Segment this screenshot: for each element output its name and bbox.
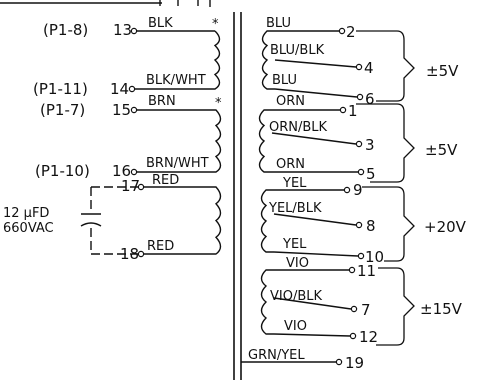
terminal-number: 9 bbox=[353, 181, 363, 199]
terminal-number: 13 bbox=[113, 21, 132, 39]
terminal-circle bbox=[130, 106, 138, 114]
wire-label: BLU bbox=[272, 73, 297, 88]
wire-label: VIO/BLK bbox=[270, 289, 323, 304]
wire-label: ORN bbox=[276, 94, 305, 109]
terminal-number: 10 bbox=[365, 248, 384, 266]
terminal-number: 1 bbox=[348, 102, 358, 120]
voltage-label: ±15V bbox=[420, 300, 463, 318]
voltage-label: ±5V bbox=[426, 62, 459, 80]
secondary-side: BLU BLU/BLK BLU 2 4 6 ±5V ORN ORN/BLK OR… bbox=[241, 16, 467, 372]
top-fragment bbox=[0, 0, 211, 7]
terminal-number: 2 bbox=[346, 23, 356, 41]
transformer-core bbox=[233, 12, 242, 380]
secondary-winding-vio: VIO VIO/BLK VIO 11 7 12 ±15V bbox=[260, 256, 463, 346]
terminal-circle bbox=[130, 168, 138, 176]
wire-label: RED bbox=[147, 239, 174, 254]
wire-label: YEL/BLK bbox=[268, 201, 322, 216]
wire-label: YEL bbox=[282, 237, 307, 252]
wire-label: YEL bbox=[282, 176, 307, 191]
ground-lead: GRN/YEL 19 bbox=[241, 348, 364, 372]
terminal-number: 7 bbox=[361, 301, 371, 319]
wire-label: BRN/WHT bbox=[146, 156, 209, 171]
pin-label: (P1-7) bbox=[40, 101, 85, 119]
terminal-number: 3 bbox=[365, 136, 375, 154]
terminal-number: 6 bbox=[365, 90, 375, 108]
wire-label: BLU bbox=[266, 16, 291, 31]
pin-label: (P1-11) bbox=[33, 80, 88, 98]
wire-label: VIO bbox=[284, 319, 307, 334]
terminal-number: 8 bbox=[366, 217, 376, 235]
pin-label: (P1-8) bbox=[43, 21, 88, 39]
capacitor bbox=[80, 186, 139, 255]
primary-side: (P1-8) 13 (P1-11) 14 (P1-7) 15 (P1-10) 1… bbox=[3, 16, 222, 263]
wire-label: BLU/BLK bbox=[270, 43, 325, 58]
wire-label: BRN bbox=[148, 94, 176, 109]
primary-winding-3 bbox=[210, 186, 222, 255]
terminal-number: 14 bbox=[110, 80, 129, 98]
pin-label: (P1-10) bbox=[35, 162, 90, 180]
wire-label: VIO bbox=[286, 256, 309, 271]
secondary-winding-orn: ORN ORN/BLK ORN 1 3 5 ±5V bbox=[258, 94, 458, 183]
capacitor-value: 12 µFD bbox=[3, 206, 49, 221]
secondary-winding-blu: BLU BLU/BLK BLU 2 4 6 ±5V bbox=[261, 16, 459, 108]
primary-winding-2 bbox=[208, 109, 222, 173]
terminal-number: 4 bbox=[364, 59, 374, 77]
terminal-circle bbox=[137, 250, 145, 258]
voltage-label: +20V bbox=[424, 218, 467, 236]
terminal-number: 18 bbox=[120, 245, 139, 263]
terminal-number: 19 bbox=[345, 354, 364, 372]
phase-dot: * bbox=[212, 17, 219, 32]
terminal-number: 15 bbox=[112, 101, 131, 119]
wire-label: BLK/WHT bbox=[146, 73, 206, 88]
wire-label: ORN bbox=[276, 157, 305, 172]
terminal-number: 11 bbox=[357, 262, 376, 280]
terminal-number: 5 bbox=[366, 165, 376, 183]
capacitor-rating: 660VAC bbox=[3, 221, 54, 236]
wire-label: GRN/YEL bbox=[248, 348, 305, 363]
primary-winding-1 bbox=[208, 30, 221, 90]
terminal-circle bbox=[137, 183, 145, 191]
terminal-number: 17 bbox=[121, 177, 140, 195]
wire-label: ORN/BLK bbox=[269, 120, 328, 135]
terminal-circle bbox=[128, 85, 136, 93]
secondary-winding-yel: YEL YEL/BLK YEL 9 8 10 +20V bbox=[260, 176, 467, 266]
wire-label: RED bbox=[152, 173, 179, 188]
phase-dot: * bbox=[215, 96, 222, 111]
terminal-number: 16 bbox=[112, 162, 131, 180]
voltage-label: ±5V bbox=[425, 141, 458, 159]
terminal-circle bbox=[130, 27, 138, 35]
wire-label: BLK bbox=[148, 16, 173, 31]
terminal-number: 12 bbox=[359, 328, 378, 346]
